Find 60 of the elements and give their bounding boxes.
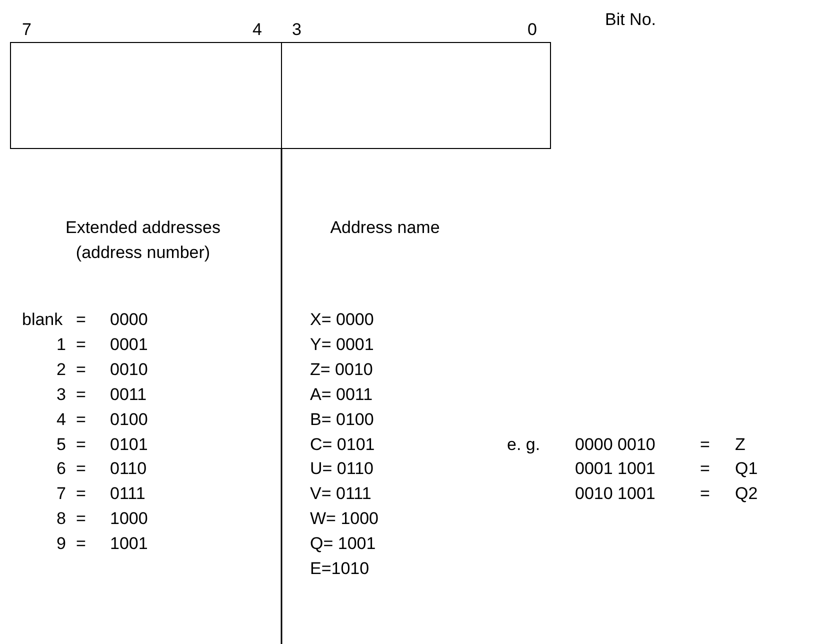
equals-sign: = [76,334,86,355]
column-heading: Extended addresses (address number) [64,217,222,264]
address-code: B= 0100 [310,410,374,430]
binary-code: 1000 [110,509,148,530]
equals-sign: = [76,434,86,454]
address-code: U= 0110 [310,459,374,480]
bit-number: 3 [292,20,302,40]
address-code: Z= 0010 [310,360,373,380]
equals-sign: = [76,534,86,554]
address-name: Q2 [735,484,758,504]
address-name: Z [735,434,746,454]
address-code: Y= 0001 [310,334,374,355]
binary-code: 0100 [110,410,148,430]
address-number: 9 [56,534,66,554]
column-heading: Address name [330,218,440,238]
binary-code: 0010 1001 [575,484,656,504]
bit-field-box [10,42,282,149]
address-code: X= 0000 [310,310,374,330]
address-code: A= 0011 [310,384,373,405]
bit-number: 7 [22,20,32,40]
address-number: 7 [56,484,66,504]
binary-code: 1001 [110,534,148,554]
equals-sign: = [700,434,710,454]
address-code: E=1010 [310,559,370,579]
bit-number: 4 [252,20,262,40]
equals-sign: = [700,459,710,480]
address-number: 1 [56,334,66,355]
address-number: 5 [56,434,66,454]
address-code: Q= 1001 [310,534,376,554]
address-number: 6 [56,459,66,480]
equals-sign: = [76,484,86,504]
equals-sign: = [76,310,86,330]
address-number: 4 [56,410,66,430]
binary-code: 0010 [110,360,148,380]
bit-number: 0 [528,20,537,40]
address-code: W= 1000 [310,509,379,530]
address-number: 3 [56,384,66,405]
binary-code: 0110 [110,459,147,480]
address-number: 2 [56,360,66,380]
address-code: V= 0111 [310,484,372,504]
equals-sign: = [76,410,86,430]
binary-code: 0000 0010 [575,434,656,454]
address-name: Q1 [735,459,758,480]
binary-code: 0001 [110,334,148,355]
equals-sign: = [76,459,86,480]
binary-code: 0000 [110,310,148,330]
equals-sign: = [76,509,86,530]
binary-code: 0111 [110,484,146,504]
address-number: 8 [56,509,66,530]
address-number: blank [22,310,63,330]
equals-sign: = [700,484,710,504]
address-code: C= 0101 [310,434,375,454]
binary-code: 0101 [110,434,148,454]
binary-code: 0001 1001 [575,459,656,480]
equals-sign: = [76,384,86,405]
axis-caption: Bit No. [605,10,656,30]
bit-field-box [281,42,551,149]
equals-sign: = [76,360,86,380]
example-label: e. g. [507,434,540,454]
binary-code: 0011 [110,384,147,405]
